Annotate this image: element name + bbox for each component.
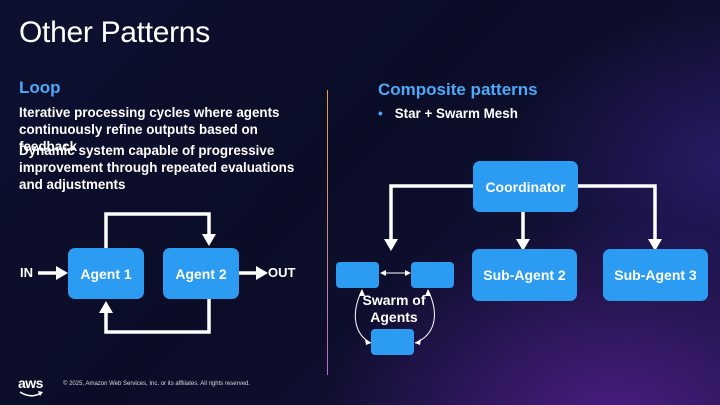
swarm-head-3: [359, 289, 365, 296]
agent-2-label: Agent 2: [175, 265, 227, 282]
composite-bullet-text: Star + Swarm Mesh: [394, 106, 518, 121]
swarm-head-2: [405, 270, 411, 276]
copyright-text: © 2025, Amazon Web Services, Inc. or its…: [63, 381, 250, 387]
swarm-agent-box: [411, 262, 454, 288]
in-label: IN: [20, 265, 33, 280]
loop-bottom-arrowhead: [99, 301, 113, 313]
swarm-label-line-2: Agents: [370, 309, 418, 325]
out-arrowhead: [256, 266, 268, 280]
aws-smile-icon: [19, 391, 43, 397]
sub-agent-2-box: Sub-Agent 2: [472, 249, 577, 301]
agent-2-box: Agent 2: [163, 248, 239, 299]
swarm-agent-box: [336, 262, 379, 288]
swarm-arrowhead: [384, 239, 398, 251]
loop-description-2: Dynamic system capable of progressive im…: [19, 143, 295, 192]
swarm-head-4: [365, 339, 371, 345]
in-arrowhead: [56, 266, 68, 280]
composite-heading: Composite patterns: [378, 80, 538, 99]
swarm-head-1: [380, 270, 386, 276]
swarm-agent-box: [371, 329, 414, 355]
coordinator-box: Coordinator: [473, 161, 578, 212]
sub-agent-3-label: Sub-Agent 3: [614, 267, 697, 283]
swarm-head-5: [425, 289, 431, 296]
loop-bottom-arrow: [104, 298, 211, 334]
agent-1-label: Agent 1: [80, 265, 132, 282]
slide-title: Other Patterns: [19, 16, 210, 49]
sub-agent-3-box: Sub-Agent 3: [603, 249, 708, 301]
coordinator-to-sub3-arrow: [578, 184, 657, 240]
aws-logo: aws: [18, 375, 43, 397]
coordinator-to-swarm-arrow: [389, 184, 474, 240]
sub3-arrowhead: [648, 239, 662, 251]
aws-logo-text: aws: [18, 375, 43, 391]
out-label: OUT: [268, 265, 296, 280]
agent-1-box: Agent 1: [68, 248, 144, 299]
loop-description-1: Iterative processing cycles where agents…: [19, 105, 280, 154]
composite-bullet: • Star + Swarm Mesh: [378, 106, 518, 121]
coordinator-label: Coordinator: [485, 178, 566, 195]
bullet-dot-icon: •: [378, 106, 383, 121]
swarm-label: Swarm of Agents: [358, 292, 430, 326]
loop-top-arrowhead: [202, 234, 216, 246]
swarm-head-6: [415, 339, 421, 345]
loop-heading: Loop: [19, 78, 61, 97]
swarm-label-line-1: Swarm of: [362, 292, 426, 308]
sub-agent-2-label: Sub-Agent 2: [483, 267, 566, 283]
loop-top-arrow: [104, 212, 211, 248]
section-divider: [327, 90, 328, 375]
sub2-arrowhead: [516, 239, 530, 251]
